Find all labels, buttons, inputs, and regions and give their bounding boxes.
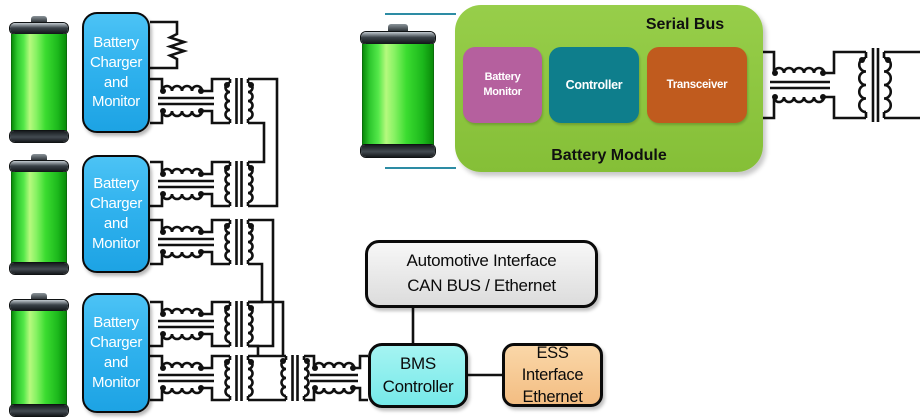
polarity-dots	[160, 57, 891, 391]
battery-terminal-icon	[31, 154, 47, 161]
bms-controller-box: BMS Controller	[368, 343, 468, 408]
battery-icon	[10, 293, 68, 416]
battery-module-label: Battery Module	[551, 147, 667, 164]
ess-interface-box: ESS Interface Ethernet	[502, 343, 603, 407]
controller-box: Controller	[549, 47, 639, 123]
automotive-interface-box: Automotive Interface CAN BUS / Ethernet	[365, 240, 598, 308]
battery-charger-monitor-box: Battery Charger and Monitor	[82, 12, 150, 133]
battery-charger-monitor-box: Battery Charger and Monitor	[82, 293, 150, 413]
charger-label: Battery Charger and Monitor	[89, 175, 143, 252]
battery-charger-monitor-box: Battery Charger and Monitor	[82, 155, 150, 273]
battery-icon	[10, 154, 68, 274]
wire-paths	[150, 20, 920, 402]
battery-icon-large	[361, 24, 435, 157]
battery-icon	[10, 16, 68, 142]
battery-terminal-icon	[31, 16, 47, 23]
charger-label: Battery Charger and Monitor	[89, 314, 143, 391]
transceiver-box: Transceiver	[647, 47, 747, 123]
battery-terminal-icon	[31, 293, 47, 300]
serial-link-lines	[385, 13, 456, 169]
battery-terminal-icon	[388, 24, 408, 32]
charger-label: Battery Charger and Monitor	[89, 33, 143, 111]
battery-monitor-box: Battery Monitor	[463, 47, 542, 123]
battery-module-box: Serial Bus Battery Monitor Controller Tr…	[455, 5, 763, 172]
serial-bus-label: Serial Bus	[645, 16, 725, 33]
